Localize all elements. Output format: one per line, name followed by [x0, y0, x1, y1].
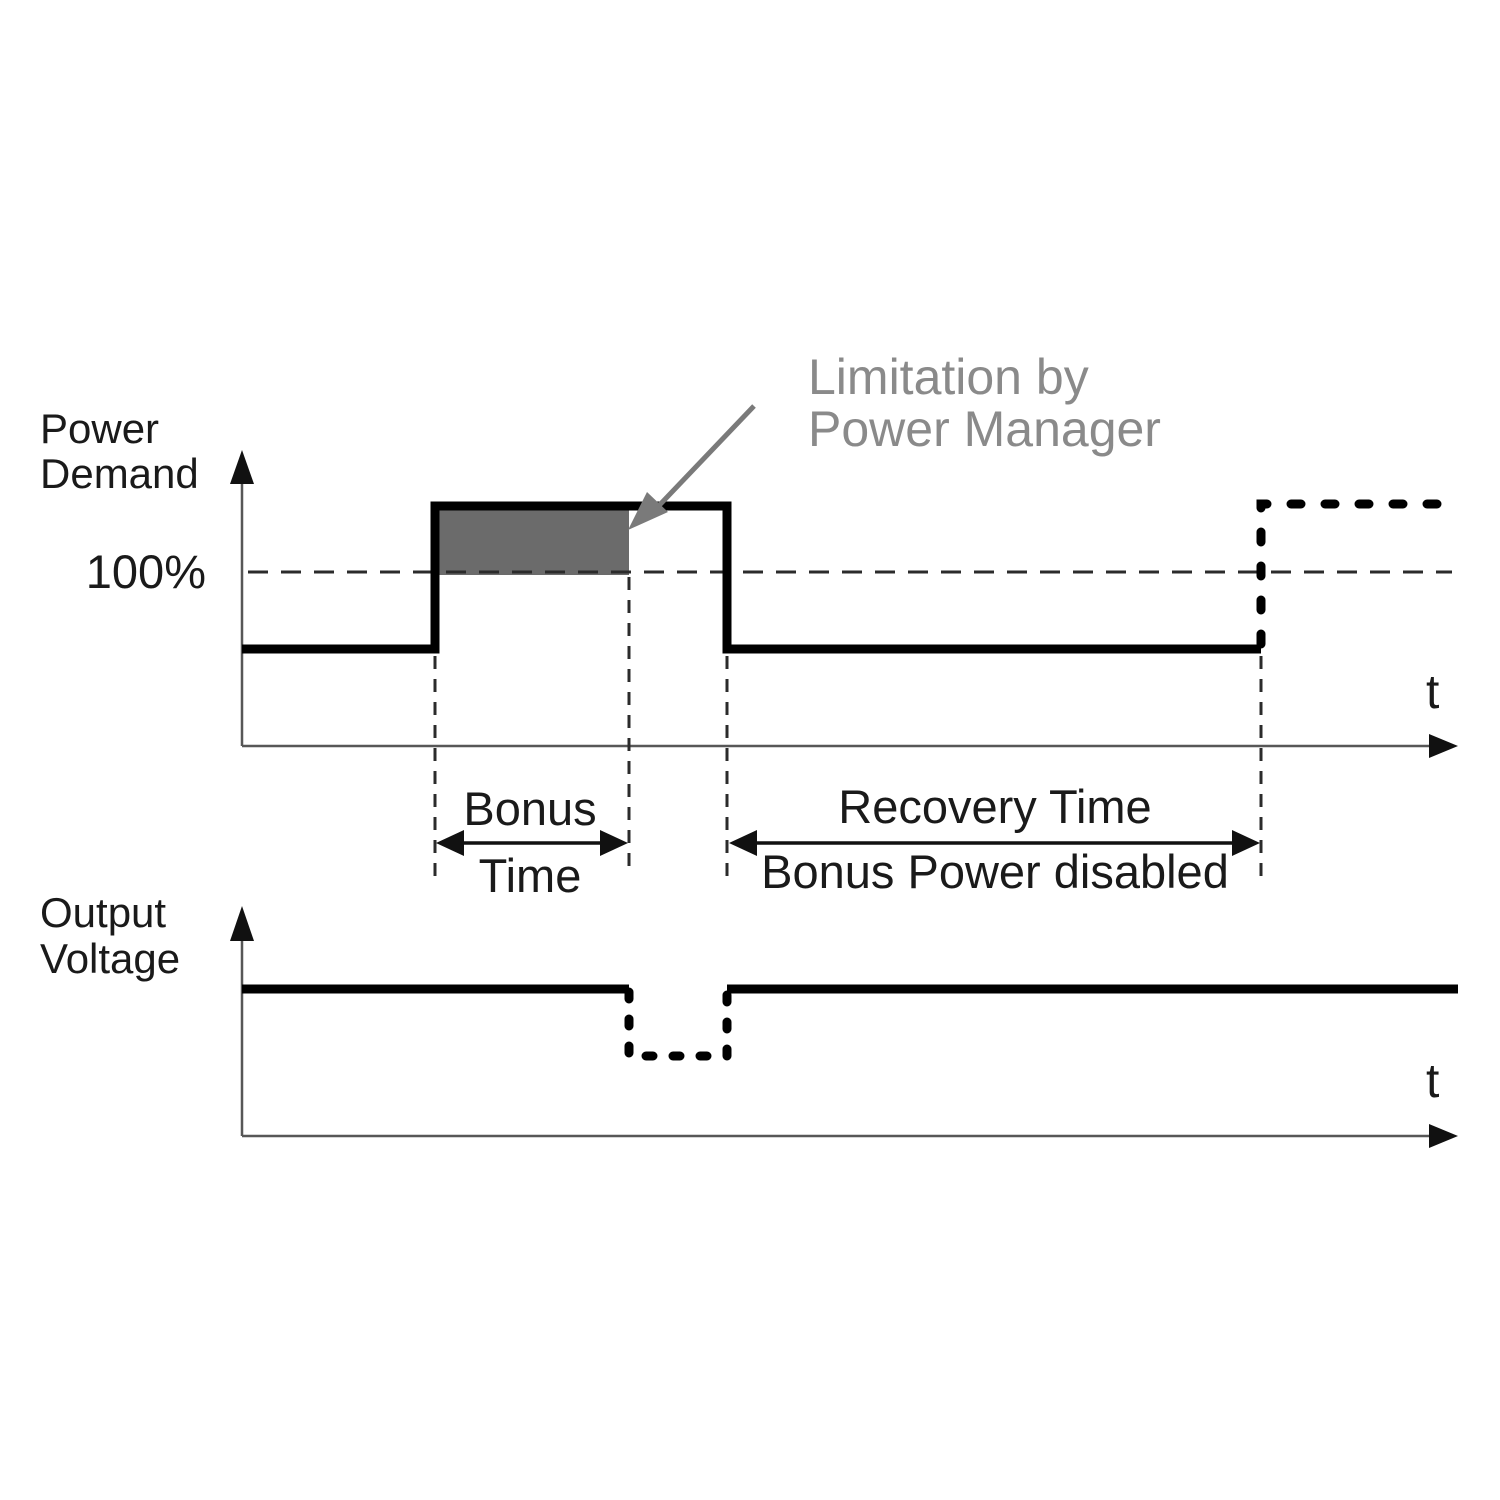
limitation-annotation-arrowhead-icon — [628, 492, 668, 530]
power-y-axis-arrowhead-icon — [230, 450, 254, 484]
power-time-axis-label: t — [1426, 666, 1440, 719]
voltage-dip-dashed — [624, 987, 732, 1061]
limitation-annotation-label: Limitation by Power Manager — [808, 351, 1161, 455]
bonus-excess-shaded-region — [435, 508, 629, 575]
output-voltage-chart — [230, 906, 1458, 1148]
threshold-100-label: 100% — [85, 545, 206, 598]
power-demand-waveform — [242, 501, 1261, 654]
power-x-axis-arrowhead-icon — [1429, 734, 1458, 758]
output-voltage-axis-label-line2: Voltage — [40, 935, 181, 982]
voltage-time-axis-label: t — [1426, 1055, 1440, 1108]
bonus-time-label-line2: Time — [478, 849, 582, 902]
limitation-annotation-line2: Power Manager — [808, 401, 1161, 457]
output-voltage-axis-label: Output Voltage — [40, 890, 180, 982]
voltage-y-axis-arrowhead-icon — [230, 906, 254, 941]
recovery-time-arrowhead-right-icon — [1232, 830, 1260, 856]
bonus-time-label-line1: Bonus — [463, 782, 597, 835]
recovery-time-label-line2: Bonus Power disabled — [761, 845, 1229, 898]
power-demand-axis-label: Power Demand — [40, 406, 199, 496]
voltage-x-axis-arrowhead-icon — [1429, 1124, 1458, 1148]
recovery-time-label-line1: Recovery Time — [838, 780, 1152, 833]
bonus-time-arrowhead-right-icon — [600, 830, 628, 856]
power-demand-axis-label-line2: Demand — [40, 450, 199, 497]
output-voltage-axis-label-line1: Output — [40, 889, 167, 936]
power-demand-future-dashed-step — [1256, 499, 1462, 649]
limitation-annotation-line1: Limitation by — [808, 349, 1089, 405]
recovery-time-arrowhead-left-icon — [729, 830, 757, 856]
power-demand-chart — [230, 404, 1462, 876]
limitation-annotation-arrow-line — [648, 404, 756, 517]
bonus-time-arrowhead-left-icon — [436, 830, 464, 856]
power-demand-axis-label-line1: Power — [40, 405, 160, 452]
